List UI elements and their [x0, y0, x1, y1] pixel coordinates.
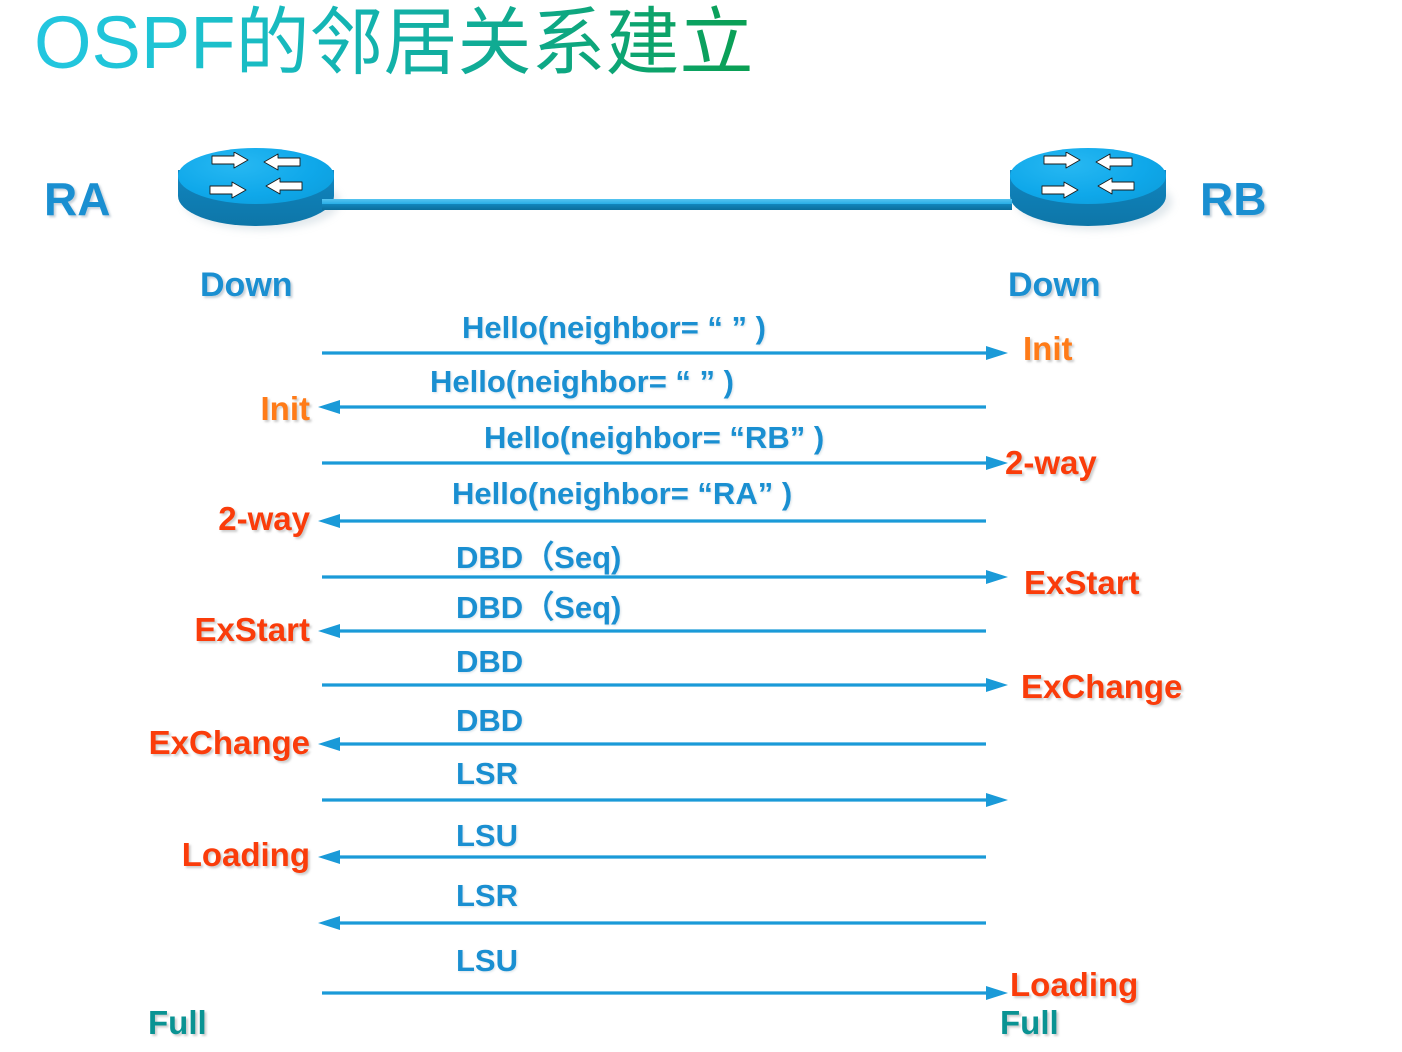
state-left-full: Full — [148, 1004, 207, 1041]
message-label-12: LSU — [456, 943, 518, 978]
message-label-7: DBD — [456, 644, 524, 679]
router-top — [1010, 148, 1166, 204]
state-right-2way: 2-way — [1005, 444, 1097, 481]
router-label-rb: RB — [1200, 173, 1267, 225]
page-title: OSPF的邻居关系建立 — [34, 1, 754, 84]
message-label-1: Hello(neighbor= “ ” ) — [462, 310, 766, 345]
state-right-exstart: ExStart — [1024, 564, 1140, 601]
message-label-8: DBD — [456, 703, 524, 738]
message-arrow-4 — [318, 514, 986, 528]
message-label-2: Hello(neighbor= “ ” ) — [430, 364, 734, 399]
state-right-exchange: ExChange — [1021, 668, 1183, 705]
message-label-5: DBD（Seq) — [456, 540, 622, 575]
state-right-loading: Loading — [1010, 966, 1139, 1003]
link-line-highlight — [322, 199, 1012, 204]
state-left-exchange: ExChange — [148, 724, 310, 761]
state-right-init: Init — [1023, 330, 1073, 367]
message-arrow-9 — [322, 793, 1008, 807]
message-arrow-6 — [318, 624, 986, 638]
state-left-init: Init — [260, 390, 310, 427]
router-link-line — [322, 198, 1012, 214]
message-arrow-5 — [322, 570, 1008, 584]
message-label-9: LSR — [456, 756, 518, 791]
message-arrow-1 — [322, 346, 1008, 360]
state-left-exstart: ExStart — [194, 611, 310, 648]
router-top — [178, 148, 334, 204]
message-arrow-12 — [322, 986, 1008, 1000]
message-arrow-2 — [318, 400, 986, 414]
link-line-shadow — [322, 204, 1012, 210]
message-arrow-10 — [318, 850, 986, 864]
message-label-6: DBD（Seq) — [456, 590, 622, 625]
message-arrow-7 — [322, 678, 1008, 692]
router-label-ra: RA — [44, 173, 111, 225]
message-label-4: Hello(neighbor= “RA” ) — [452, 476, 793, 511]
state-right-down: Down — [1008, 266, 1101, 304]
message-arrow-8 — [318, 737, 986, 751]
state-left-loading: Loading — [181, 836, 310, 873]
state-right-full: Full — [1000, 1004, 1059, 1041]
message-label-10: LSU — [456, 818, 518, 853]
state-left-2way: 2-way — [218, 500, 310, 537]
router-arrows-icon — [209, 152, 303, 199]
state-left-down: Down — [200, 266, 293, 304]
message-arrow-11 — [318, 916, 986, 930]
message-label-11: LSR — [456, 878, 518, 913]
message-label-3: Hello(neighbor= “RB” ) — [484, 420, 825, 455]
router-arrows-icon — [1041, 152, 1135, 199]
router-icon-rb — [1010, 148, 1172, 244]
message-arrow-3 — [322, 456, 1008, 470]
router-icon-ra — [178, 148, 340, 244]
